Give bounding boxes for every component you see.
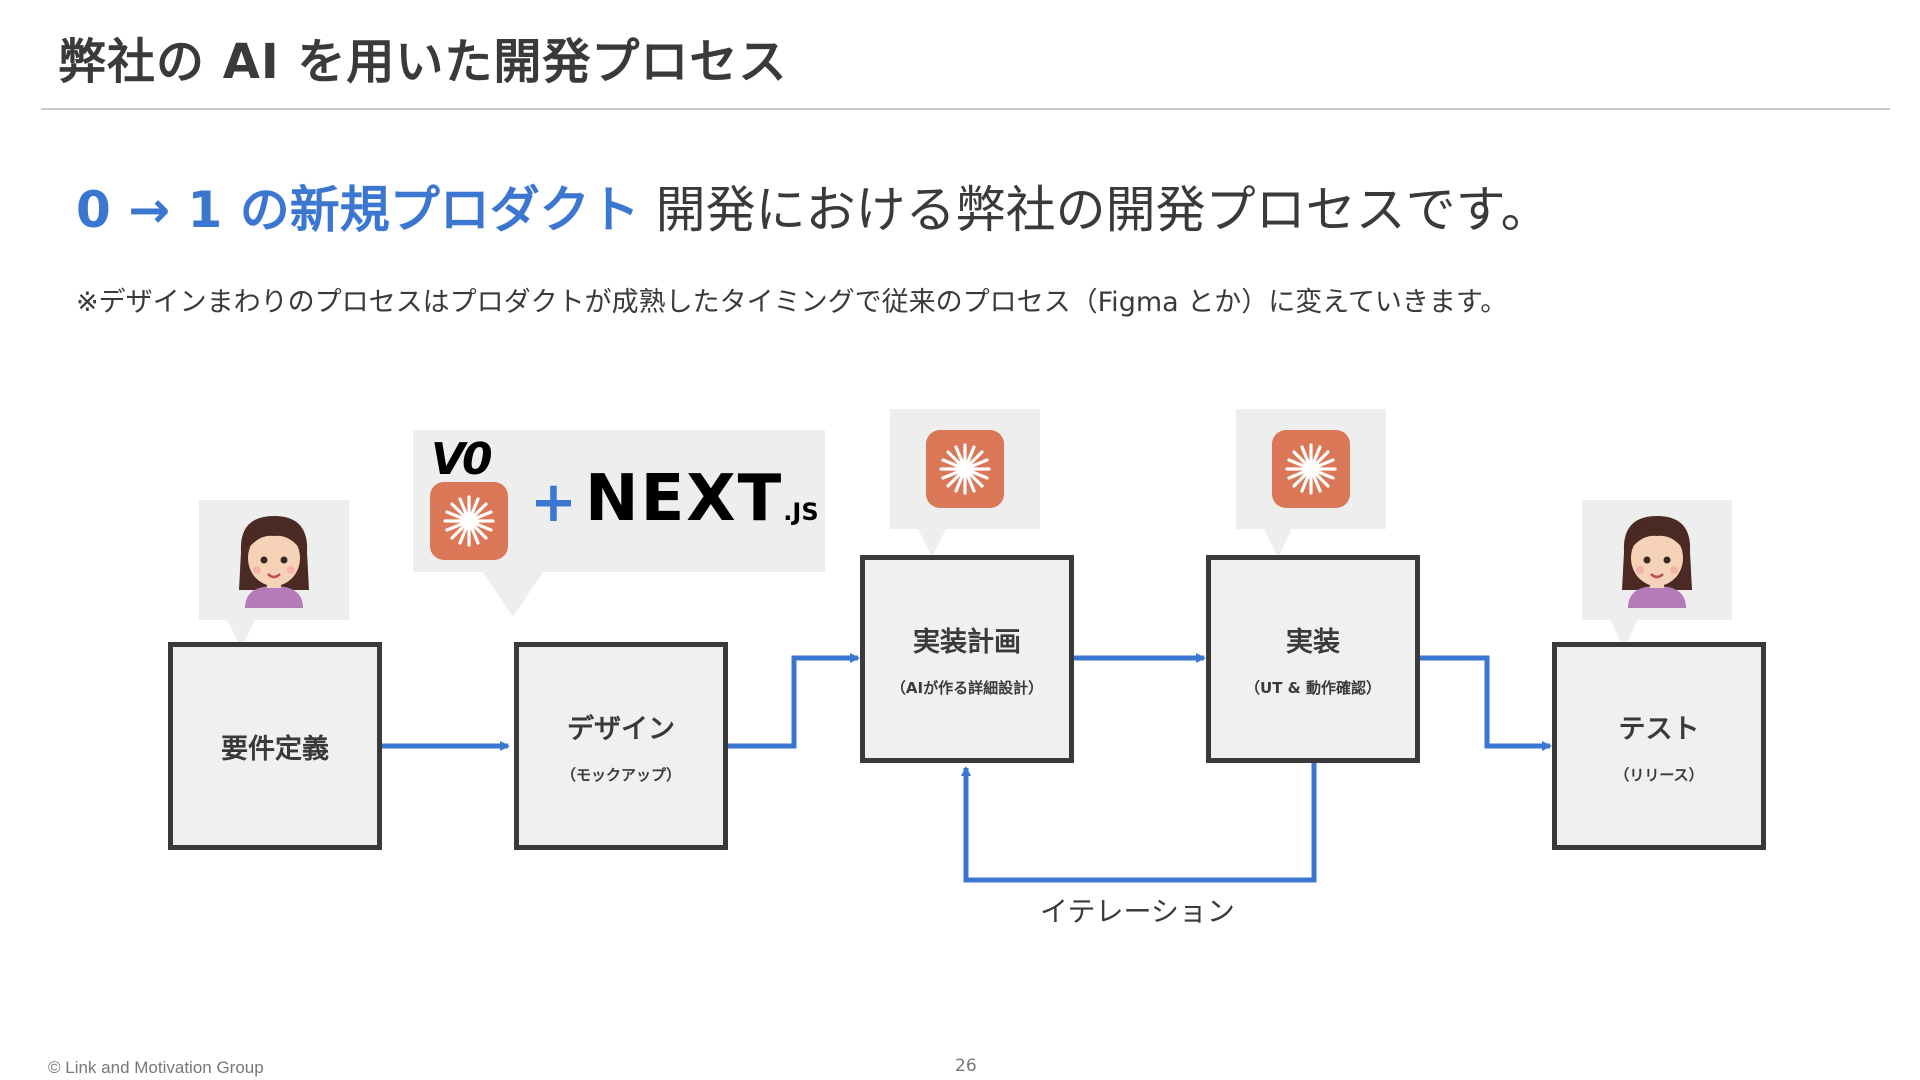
step-title: 要件定義 (221, 733, 329, 765)
headline: 0 → 1 の新規プロダクト 開発における弊社の開発プロセスです。 (76, 170, 1551, 242)
v0-logo: V0 (431, 434, 493, 485)
iteration-label: イテレーション (1040, 895, 1235, 928)
nextjs-logo-main: NEXT (585, 462, 784, 536)
step-subtitle: （モックアップ） (560, 766, 681, 784)
arrow-design-to-planning (726, 653, 860, 749)
page-number: 26 (955, 1056, 977, 1076)
plus-sign: + (530, 470, 577, 535)
step-design: デザイン （モックアップ） (514, 642, 728, 850)
step-title: テスト (1618, 714, 1700, 745)
bubble-implementation (1236, 409, 1386, 557)
step-planning: 実装計画 （AIが作る詳細設計） (860, 555, 1074, 763)
step-title: デザイン (567, 714, 675, 745)
step-test: テスト （リリース） (1552, 642, 1766, 850)
step-implementation: 実装 （UT & 動作確認） (1206, 555, 1420, 763)
slide-title: 弊社の AI を用いた開発プロセス (58, 34, 788, 90)
bubble-requirements (199, 500, 349, 648)
claude-sparkle-icon (430, 482, 508, 560)
bubble-test (1582, 500, 1732, 648)
title-divider (41, 108, 1890, 110)
headline-rest: 開発における弊社の開発プロセスです。 (639, 181, 1551, 239)
step-title: 実装計画 (913, 627, 1021, 658)
arrow-iteration-loop (961, 760, 1317, 883)
bubble-planning (890, 409, 1040, 557)
step-requirements: 要件定義 (168, 642, 382, 850)
step-subtitle: （AIが作る詳細設計） (890, 679, 1044, 697)
claude-sparkle-icon (1272, 430, 1350, 508)
step-subtitle: （UT & 動作確認） (1245, 679, 1381, 697)
arrow-implementation-to-test (1418, 655, 1552, 751)
step-subtitle: （リリース） (1614, 766, 1704, 784)
woman-avatar-icon (1622, 516, 1692, 608)
footer-copyright: © Link and Motivation Group (48, 1058, 264, 1077)
woman-avatar-icon (239, 516, 309, 608)
nextjs-logo-suffix: .JS (783, 498, 819, 526)
process-note: ※デザインまわりのプロセスはプロダクトが成熟したタイミングで従来のプロセス（Fi… (76, 287, 1508, 318)
headline-accent: 0 → 1 の新規プロダクト (76, 181, 640, 239)
nextjs-logo: NEXT.JS (585, 462, 819, 536)
step-title: 実装 (1286, 627, 1340, 658)
claude-sparkle-icon (926, 430, 1004, 508)
